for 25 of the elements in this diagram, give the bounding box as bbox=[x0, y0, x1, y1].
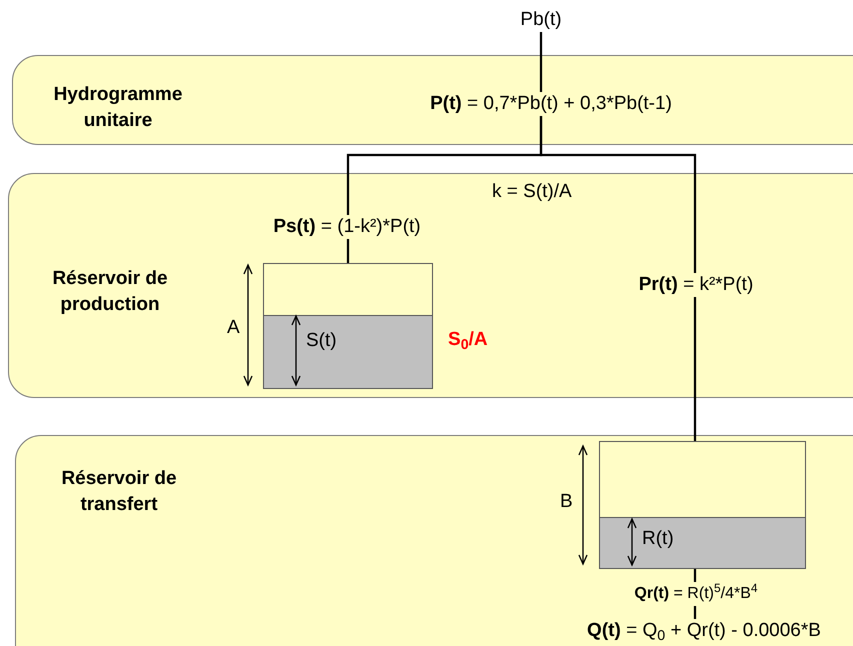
connector-line bbox=[540, 116, 696, 273]
reservoir-tank bbox=[599, 441, 806, 569]
stage-band bbox=[8, 173, 853, 398]
formula-text: Ps(t) = (1-k²)*P(t) bbox=[273, 215, 421, 239]
connector-line bbox=[346, 239, 350, 263]
level-label: S(t) bbox=[306, 330, 337, 352]
level-label: R(t) bbox=[642, 528, 674, 550]
stage-band bbox=[15, 435, 853, 646]
initial-value-label: S$_{0}$/A bbox=[448, 328, 488, 352]
connector-line bbox=[540, 32, 542, 92]
formula-text: Q(t) = Q$_{0}$ + Qr(t) - 0.0006*B bbox=[587, 619, 821, 643]
formula-text: Pb(t) bbox=[520, 8, 562, 32]
formula-text: P(t) = 0,7*Pb(t) + 0,3*Pb(t-1) bbox=[430, 92, 672, 116]
band-heading: Réservoir de transfert bbox=[60, 467, 178, 517]
stage-band bbox=[12, 55, 853, 145]
connector-line bbox=[694, 297, 696, 441]
connector-line bbox=[694, 606, 696, 619]
band-heading: Hydrogramme unitaire bbox=[52, 83, 184, 133]
dimension-label: A bbox=[227, 316, 240, 340]
connector-line bbox=[694, 569, 696, 582]
formula-text: k = S(t)/A bbox=[492, 180, 572, 204]
band-heading: Réservoir de production bbox=[51, 267, 169, 317]
formula-text: Pr(t) = k²*P(t) bbox=[638, 273, 754, 297]
formula-text: Qr(t) = R(t)$^{5}$/4*B$^{4}$ bbox=[634, 582, 758, 606]
dimension-label: B bbox=[560, 490, 573, 514]
